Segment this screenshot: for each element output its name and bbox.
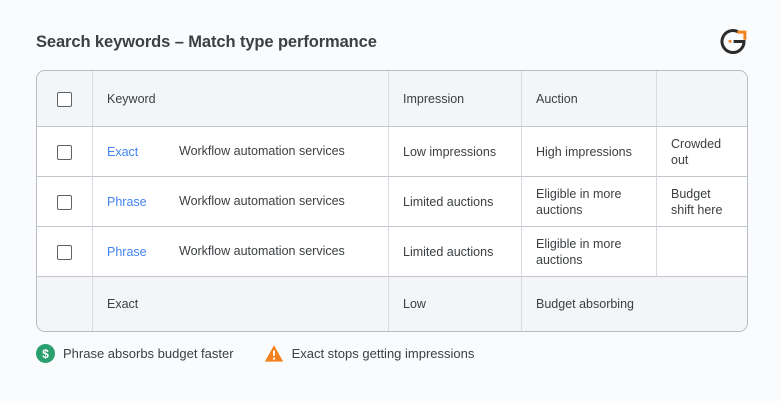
summary-cell-keyword: Exact <box>93 277 389 331</box>
legend-item-impressions: Exact stops getting impressions <box>264 344 475 363</box>
summary-cell-extra <box>657 277 747 331</box>
legend-label: Phrase absorbs budget faster <box>63 346 234 361</box>
keyword-text: Workflow automation services <box>179 194 345 209</box>
column-header-extra <box>657 71 747 127</box>
row-checkbox[interactable] <box>57 144 72 160</box>
summary-match-type: Exact <box>107 297 139 311</box>
table-summary-row: Exact Low Budget absorbing <box>37 277 747 331</box>
table-body: Exact Workflow automation services Low i… <box>37 127 747 331</box>
match-type-link[interactable]: Phrase <box>107 244 147 259</box>
keywords-table: Keyword Impression Auction Exact Workflo <box>36 70 748 332</box>
cell-extra: Crowded out <box>657 127 747 177</box>
cell-auction: Eligible in more auctions <box>522 227 657 277</box>
summary-cell-impression: Low <box>389 277 522 331</box>
row-checkbox[interactable] <box>57 244 72 260</box>
legend-item-budget: $ Phrase absorbs budget faster <box>36 344 234 363</box>
cell-extra <box>657 227 747 277</box>
match-type-link[interactable]: Exact <box>107 144 139 159</box>
select-all-checkbox[interactable] <box>57 91 72 107</box>
cell-keyword: Exact Workflow automation services <box>93 127 389 177</box>
table-row: Phrase Workflow automation services Limi… <box>37 227 747 277</box>
table-row: Phrase Workflow automation services Limi… <box>37 177 747 227</box>
page-title: Search keywords – Match type performance <box>36 32 377 51</box>
table-row: Exact Workflow automation services Low i… <box>37 127 747 177</box>
warning-icon <box>264 344 284 363</box>
legend-label: Exact stops getting impressions <box>291 346 475 361</box>
column-header-keyword[interactable]: Keyword <box>93 71 389 127</box>
row-checkbox[interactable] <box>57 194 72 210</box>
legend: $ Phrase absorbs budget faster Exact sto… <box>36 344 474 363</box>
table-header-row: Keyword Impression Auction <box>37 71 747 127</box>
keyword-text: Workflow automation services <box>179 244 345 259</box>
page-header: Search keywords – Match type performance <box>36 22 751 62</box>
cell-auction: Eligible in more auctions <box>522 177 657 227</box>
row-select-cell <box>37 177 93 227</box>
cell-impression: Limited auctions <box>389 177 522 227</box>
summary-select-cell <box>37 277 93 331</box>
cell-impression: Low impressions <box>389 127 522 177</box>
match-type-link[interactable]: Phrase <box>107 194 147 209</box>
row-select-cell <box>37 127 93 177</box>
row-select-cell <box>37 227 93 277</box>
summary-cell-auction: Budget absorbing <box>536 297 634 311</box>
money-icon: $ <box>36 344 55 363</box>
keywords-table-container: Keyword Impression Auction Exact Workflo <box>36 70 748 332</box>
header-select-all <box>37 71 93 127</box>
cell-extra: Budget shift here <box>657 177 747 227</box>
cell-keyword: Phrase Workflow automation services <box>93 227 389 277</box>
g-logo <box>715 24 751 60</box>
keyword-text: Workflow automation services <box>179 144 345 159</box>
cell-keyword: Phrase Workflow automation services <box>93 177 389 227</box>
column-header-impression[interactable]: Impression <box>389 71 522 127</box>
column-header-auction[interactable]: Auction <box>522 71 657 127</box>
cell-auction: High impressions <box>522 127 657 177</box>
cell-impression: Limited auctions <box>389 227 522 277</box>
table-header: Keyword Impression Auction <box>37 71 747 127</box>
